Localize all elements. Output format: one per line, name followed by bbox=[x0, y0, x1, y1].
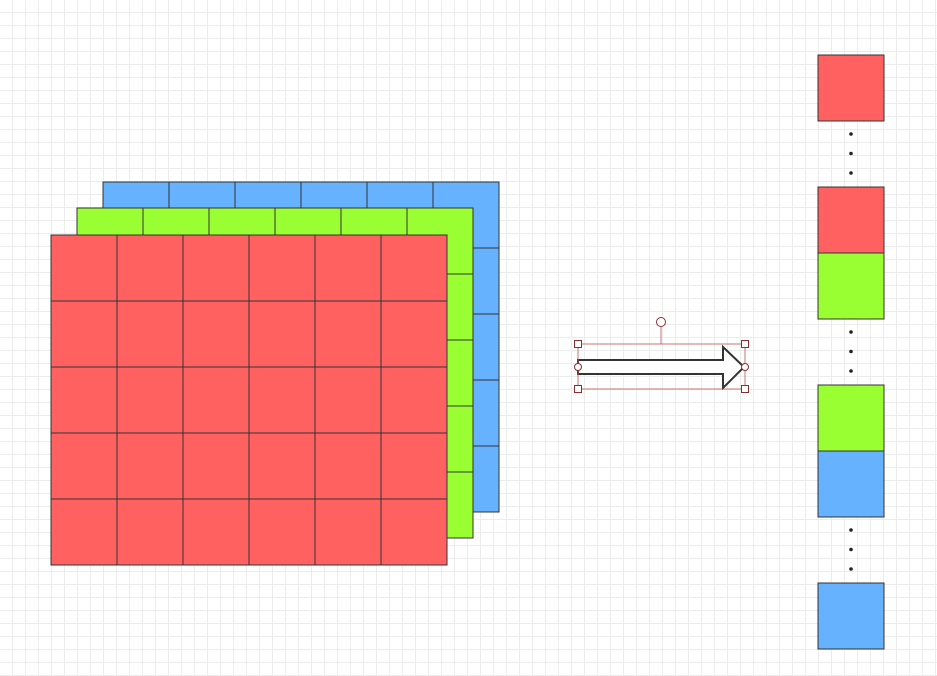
ellipsis-dot bbox=[849, 528, 853, 532]
grid-cell-red[interactable] bbox=[182, 234, 250, 302]
vector-cell-green[interactable] bbox=[817, 384, 885, 452]
grid-cell-red[interactable] bbox=[380, 432, 448, 500]
grid-cell-red[interactable] bbox=[182, 432, 250, 500]
grid-cell-red[interactable] bbox=[116, 366, 184, 434]
grid-cell-red[interactable] bbox=[182, 300, 250, 368]
ellipsis-dot bbox=[849, 349, 853, 354]
flattened-vector bbox=[817, 54, 885, 650]
grid-cell-red[interactable] bbox=[314, 234, 382, 302]
vector-cell-blue[interactable] bbox=[817, 582, 885, 650]
resize-handle-top-right[interactable] bbox=[741, 340, 749, 348]
grid-cell-red[interactable] bbox=[248, 300, 316, 368]
channel-layer-red[interactable] bbox=[50, 234, 448, 566]
grid-cell-red[interactable] bbox=[314, 432, 382, 500]
grid-cell-red[interactable] bbox=[182, 498, 250, 566]
grid-cell-red[interactable] bbox=[50, 366, 118, 434]
grid-cell-red[interactable] bbox=[182, 366, 250, 434]
grid-cell-red[interactable] bbox=[116, 300, 184, 368]
grid-cell-red[interactable] bbox=[380, 234, 448, 302]
ellipsis-dot bbox=[849, 151, 853, 156]
resize-handle-bottom-right[interactable] bbox=[741, 385, 749, 393]
grid-cell-red[interactable] bbox=[380, 366, 448, 434]
grid-cell-red[interactable] bbox=[380, 498, 448, 566]
grid-cell-red[interactable] bbox=[116, 498, 184, 566]
ellipsis-dot bbox=[849, 132, 853, 136]
grid-cell-red[interactable] bbox=[50, 234, 118, 302]
grid-cell-red[interactable] bbox=[50, 498, 118, 566]
grid-cell-red[interactable] bbox=[248, 366, 316, 434]
right-arrow-icon[interactable] bbox=[577, 344, 746, 391]
grid-cell-red[interactable] bbox=[314, 498, 382, 566]
vector-cell-red[interactable] bbox=[817, 54, 885, 122]
grid-cell-red[interactable] bbox=[314, 300, 382, 368]
grid-cell-red[interactable] bbox=[380, 300, 448, 368]
resize-handle-top-left[interactable] bbox=[574, 340, 582, 348]
grid-cell-red[interactable] bbox=[248, 498, 316, 566]
ellipsis-dot bbox=[849, 567, 853, 571]
grid-cell-red[interactable] bbox=[116, 432, 184, 500]
grid-cell-red[interactable] bbox=[248, 234, 316, 302]
ellipsis-dot bbox=[849, 547, 853, 552]
ellipsis-dot bbox=[849, 369, 853, 373]
arrow-selection-frame bbox=[574, 317, 749, 393]
connection-point-right[interactable] bbox=[741, 363, 749, 371]
rotation-handle[interactable] bbox=[656, 317, 666, 327]
connection-point-left[interactable] bbox=[574, 363, 582, 371]
grid-cell-red[interactable] bbox=[248, 432, 316, 500]
vector-cell-blue[interactable] bbox=[817, 450, 885, 518]
grid-cell-red[interactable] bbox=[314, 366, 382, 434]
grid-cell-red[interactable] bbox=[50, 432, 118, 500]
vector-cell-red[interactable] bbox=[817, 186, 885, 254]
resize-handle-bottom-left[interactable] bbox=[574, 385, 582, 393]
grid-cell-red[interactable] bbox=[116, 234, 184, 302]
ellipsis-dot bbox=[849, 330, 853, 334]
ellipsis-dot bbox=[849, 171, 853, 175]
grid-cell-red[interactable] bbox=[50, 300, 118, 368]
vector-cell-green[interactable] bbox=[817, 252, 885, 320]
transform-arrow[interactable] bbox=[574, 317, 749, 393]
